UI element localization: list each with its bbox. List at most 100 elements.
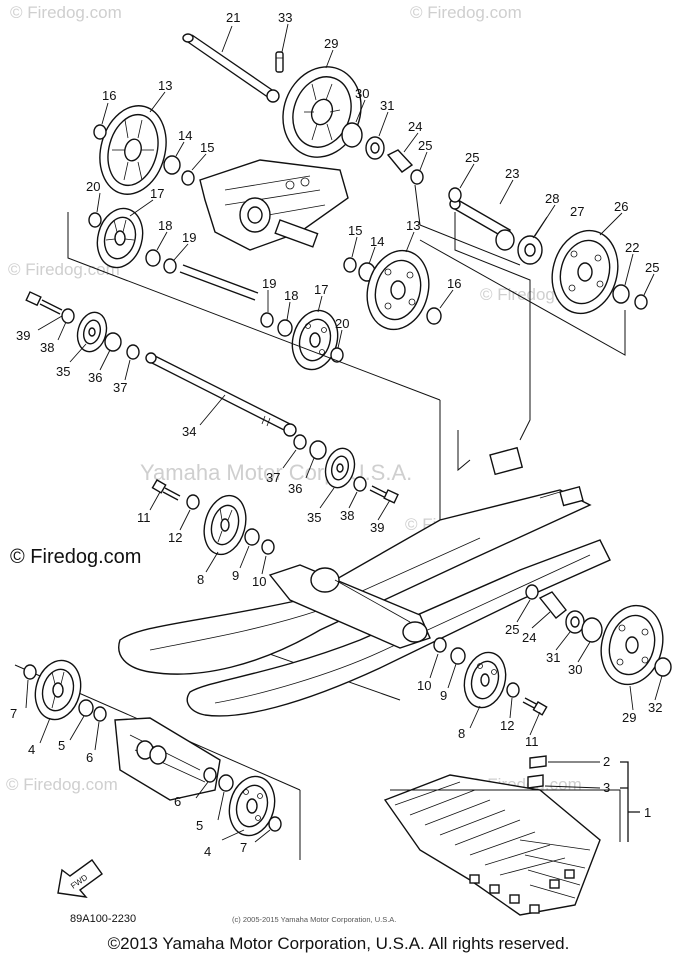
callout-35: 35 [56,364,70,379]
callout-30-b: 30 [568,662,582,677]
bushing-9-lower [450,647,466,665]
washer-16-a [93,124,107,140]
wheel-29-top [282,66,362,158]
washer-37-right [293,434,307,450]
diagram-code: 89A100-2230 [70,913,136,925]
callout-26: 26 [614,199,628,214]
wheel-17-right [291,309,339,371]
callout-7: 7 [10,706,17,721]
footer-copyright: ©2013 Yamaha Motor Corporation, U.S.A. A… [107,934,570,953]
callout-33: 33 [278,10,292,25]
callout-30: 30 [355,86,369,101]
bushing-36-right [309,440,327,460]
callout-31: 31 [380,98,394,113]
washer-25-b [448,187,462,203]
top-assembly [88,33,648,371]
wheel-35-left [76,311,108,353]
callout-37: 37 [113,380,127,395]
callout-4-b: 4 [204,844,211,859]
callout-36-b: 36 [288,481,302,496]
lower-left-assembly [23,659,282,837]
callout-11: 11 [137,510,151,525]
upper-bracket [199,159,349,251]
callout-15-b: 15 [348,223,362,238]
watermark-bottom-left: © Firedog.com [6,775,118,794]
wheel-13-top [99,105,167,195]
callout-16: 16 [102,88,116,103]
washer-12-upper [186,494,200,510]
bushing-5-lower [218,774,234,792]
callout-16-b: 16 [447,276,461,291]
callout-12: 12 [168,530,182,545]
nut-32 [654,657,672,677]
middle-assembly [25,291,399,556]
callout-labels: 21 33 29 16 13 30 31 24 14 15 25 25 23 2… [10,10,662,859]
washer-19-b [260,312,274,328]
callout-25-b: 25 [465,150,479,165]
spacer-22 [612,284,630,304]
callout-8: 8 [197,572,204,587]
callout-34: 34 [182,424,196,439]
shaft-21 [182,33,280,103]
washer-10-lower [433,637,447,653]
callout-37-b: 37 [266,470,280,485]
shaft-34 [145,352,297,437]
callout-24-b: 24 [522,630,536,645]
small-copyright: (c) 2005-2015 Yamaha Motor Corporation, … [232,915,396,924]
callout-9: 9 [232,568,239,583]
callout-39-b: 39 [370,520,384,535]
callout-19: 19 [182,230,196,245]
washer-6-upper [93,706,107,722]
callout-25: 25 [418,138,432,153]
watermark-side-left: © Firedog.com [8,260,120,279]
washer-15-b [343,257,357,273]
callout-3: 3 [603,780,610,795]
callout-28: 28 [545,191,559,206]
callout-23: 23 [505,166,519,181]
washer-12-lower [506,682,520,698]
wheel-4-upper [34,659,82,721]
wheel-17-left [96,207,144,269]
wheel-8-upper [203,494,247,556]
callout-17: 17 [150,186,164,201]
bushing-5-upper [78,699,94,717]
callout-6: 6 [86,750,93,765]
washer-38-left [61,308,75,324]
callout-9-b: 9 [440,688,447,703]
callout-35-b: 35 [307,510,321,525]
callout-21: 21 [226,10,240,25]
callout-20: 20 [86,179,100,194]
callout-12-b: 12 [500,718,514,733]
callout-13-b: 13 [406,218,420,233]
leader-lines [25,23,663,843]
callout-7-b: 7 [240,840,247,855]
bearing-30-lower [581,617,603,643]
clip-2 [529,755,547,769]
bushing-18-b [277,319,293,337]
washer-15-a [181,170,195,186]
bearing-30-top [341,122,363,148]
callout-25-d: 25 [505,622,519,637]
washer-7-lower [268,816,282,832]
bushing-14-a [163,155,181,175]
bolt-39-left [25,291,63,315]
track-belt [383,755,640,916]
callout-29-b: 29 [622,710,636,725]
callout-14: 14 [178,128,192,143]
suspension-frame [118,446,611,717]
callout-32: 32 [648,700,662,715]
callout-29: 29 [324,36,338,51]
bolt-33 [275,51,284,73]
sleeve-24-top [386,149,414,173]
callout-5-b: 5 [196,818,203,833]
washer-7-upper [23,664,37,680]
callout-11-b: 11 [525,734,539,749]
lower-right-assembly [433,584,672,716]
callout-14-b: 14 [370,234,384,249]
callout-38-b: 38 [340,508,354,523]
fwd-arrow: FWD [57,859,103,898]
washer-37-left [126,344,140,360]
wheel-29-lower [600,604,664,686]
washer-19-a [163,258,177,274]
callout-6-b: 6 [174,794,181,809]
